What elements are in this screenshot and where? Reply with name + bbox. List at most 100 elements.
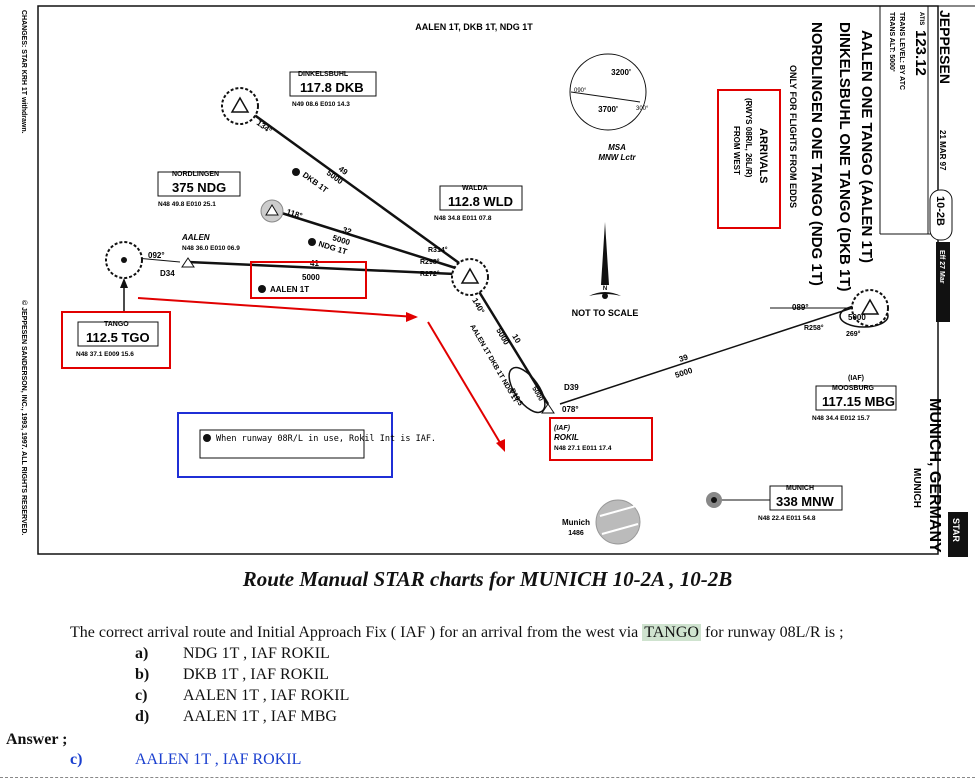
option-text: DKB 1T , IAF ROKIL: [183, 666, 329, 683]
tgo-aalen-line: [135, 257, 181, 263]
arrivals-rwys: (RWYS 08R/L, 26L/R): [744, 98, 753, 178]
ndg-bearing: 118°: [285, 207, 303, 220]
title-aalen: AALEN ONE TANGO (AALEN 1T): [858, 30, 875, 263]
chart-number: 10-2B: [934, 196, 946, 226]
option-c: c) AALEN 1T , IAF ROKIL: [135, 687, 349, 705]
question-highlight: TANGO: [642, 624, 701, 641]
trans-level: TRANS LEVEL: BY ATC: [898, 12, 905, 90]
note-text: When runway 08R/L in use, Rokil Int is I…: [216, 434, 436, 444]
chart-number-box: [929, 189, 953, 241]
effective-date: Eff 27 Mar: [938, 250, 945, 284]
jeppesen-logo: JEPPESEN: [937, 10, 953, 84]
munich-airport-icon: [595, 499, 641, 545]
r314: R314°: [428, 246, 448, 254]
dkb-route-line: [241, 104, 467, 270]
option-a: a)NDG 1T , IAF ROKIL: [135, 645, 330, 663]
note-box: [199, 429, 365, 459]
mnw-freq: 338 MNW: [776, 494, 835, 509]
dkb-navaid-box: DINKELSBUHL 117.8 DKB N49 08.6 E010 14.3: [289, 71, 377, 108]
answer-text: AALEN 1T , IAF ROKIL: [135, 751, 302, 768]
aalen-coords: N48 36.0 E010 06.9: [182, 245, 240, 252]
aalen-fix-icon: [181, 257, 195, 268]
option-key: d): [135, 708, 150, 725]
option-text: NDG 1T , IAF ROKIL: [183, 645, 330, 662]
atis-label: ATIS: [918, 12, 924, 25]
changes-note: CHANGES: STAR KRH 1T withdrawn.: [20, 10, 27, 134]
mbg-navaid-box: (IAF) MOOSBURG 117.15 MBG N48 34.4 E012 …: [812, 375, 897, 422]
msa-bottom-alt: 3700': [598, 105, 618, 114]
mnw-navaid-box: MUNICH 338 MNW N48 22.4 E011 54.8: [758, 485, 843, 522]
title-ndg: NORDLINGEN ONE TANGO (NDG 1T): [808, 22, 825, 286]
marker-aalen-icon: [258, 285, 266, 293]
dkb-vor-icon: [221, 87, 259, 125]
dkb-freq: 117.8 DKB: [300, 80, 364, 95]
rokil-highlight-box: [549, 417, 653, 461]
option-text: AALEN 1T , IAF ROKIL: [183, 687, 350, 704]
dkb-radial: 134°: [255, 118, 274, 135]
ndg-dist: 32: [341, 225, 353, 236]
mbg-hold-brg: 269°: [846, 330, 861, 338]
answer-key: c): [70, 751, 83, 768]
dkb-coords: N49 08.6 E010 14.3: [292, 101, 350, 108]
ndg-route-line: [271, 208, 463, 272]
option-text: AALEN 1T , IAF MBG: [183, 708, 337, 725]
city-sub: MUNICH: [911, 468, 922, 508]
msa-sub: MNW Lctr: [598, 153, 636, 162]
tgo-title: TANGO: [104, 321, 129, 328]
rokil-mbg-line: [559, 307, 853, 405]
question-after: for runway 08L/R is ;: [700, 624, 844, 641]
ndg-navaid-box: NORDLINGEN 375 NDG N48 49.8 E010 25.1: [157, 171, 241, 208]
marker-dkb-icon: [292, 168, 300, 176]
aalen-bearing: 092°: [148, 251, 165, 260]
dkb-title: DINKELSBUHL: [298, 71, 349, 78]
aalen-highlight-box: [250, 261, 367, 299]
mbg-bearing: 089°: [792, 303, 809, 312]
wld-title: WALDA: [462, 185, 488, 192]
r272: R272°: [420, 270, 440, 278]
mbg-alt: 5000: [674, 366, 694, 380]
chart-frame: [37, 5, 939, 555]
aalen-d34: D34: [160, 269, 175, 278]
rokil-bearing: 078°: [562, 405, 579, 414]
mnw-ndb-icon: [706, 492, 722, 508]
mbg-freq: 117.15 MBG: [822, 394, 895, 409]
note-highlight-box: [177, 412, 393, 478]
tgo-coords: N48 37.1 E009 15.6: [76, 351, 134, 358]
mnw-title: MUNICH: [786, 485, 814, 492]
mbg-title: MOOSBURG: [832, 385, 875, 392]
r258: R258°: [804, 324, 824, 332]
route-header: AALEN 1T, DKB 1T, NDG 1T: [415, 22, 533, 32]
aalen-name: AALEN 1T: [270, 285, 309, 294]
ndg-title: NORDLINGEN: [172, 171, 219, 178]
caption: Route Manual STAR charts for MUNICH 10-2…: [242, 567, 733, 591]
r298: R298°: [420, 258, 440, 266]
option-key: c): [135, 687, 148, 704]
mbg-hold-alt: 5000: [848, 313, 866, 322]
mnw-coords: N48 22.4 E011 54.8: [758, 515, 816, 522]
atis-frequency: 123.12: [912, 30, 929, 76]
mbg-coords: N48 34.4 E012 15.7: [812, 415, 870, 422]
arrivals-label: ARRIVALS: [757, 128, 769, 183]
star-chart: CHANGES: STAR KRH 1T withdrawn. © JEPPES…: [20, 5, 975, 557]
question-text: The correct arrival route and Initial Ap…: [70, 624, 844, 642]
wld-alt: 5000: [494, 327, 511, 347]
aalen-fix-label: AALEN N48 36.0 E010 06.9 D34: [160, 233, 240, 278]
copyright: © JEPPESEN SANDERSON, INC., 1993, 1997. …: [20, 300, 28, 535]
msa-diagram: 3200' 3700' 090° 300° MSA MNW Lctr: [569, 53, 649, 162]
msa-top-alt: 3200': [611, 68, 631, 77]
rokil-fix-label: (IAF) ROKIL N48 27.1 E011 17.4: [554, 425, 612, 452]
option-b: b) DKB 1T , IAF ROKIL: [135, 666, 329, 684]
munich-airport-name: Munich: [562, 518, 590, 527]
star-label: STAR: [951, 518, 961, 542]
wld-rokil-line: [476, 289, 550, 405]
ndg-coords: N48 49.8 E010 25.1: [158, 201, 216, 208]
ndg-freq: 375 NDG: [172, 180, 226, 195]
star-tab: [948, 512, 968, 557]
option-key: b): [135, 666, 150, 683]
rokil-title: ROKIL: [554, 433, 579, 442]
msa-right-brg: 300°: [636, 106, 649, 112]
msa-left-brg: 090°: [574, 88, 587, 94]
rokil-coords: N48 27.1 E011 17.4: [554, 445, 612, 452]
mbg-iaf: (IAF): [848, 375, 864, 382]
wld-navaid-box: WALDA 112.8 WLD N48 34.8 E011 07.8: [434, 185, 523, 222]
